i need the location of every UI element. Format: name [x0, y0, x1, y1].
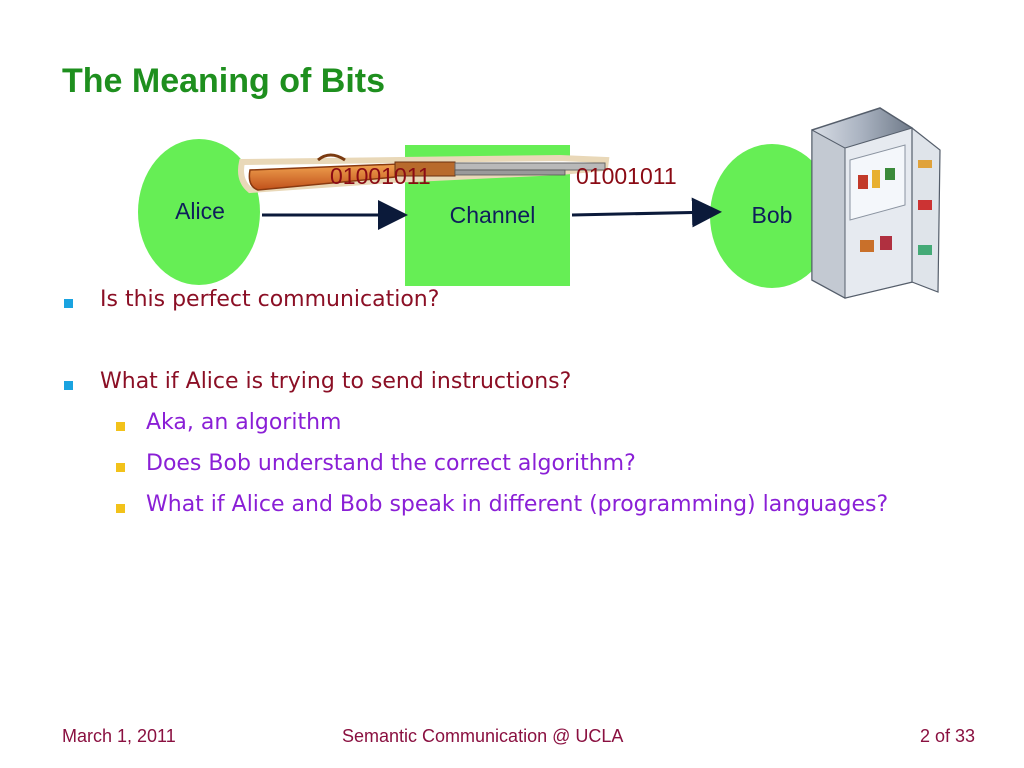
diagram-canvas: [138, 107, 941, 299]
arrow-channel-to-bob: [571, 197, 722, 228]
bullet-item: Is this perfect communication?: [100, 287, 440, 312]
footer-title: Semantic Communication @ UCLA: [342, 726, 624, 746]
sub-bullet-marker: [116, 504, 125, 513]
sub-bullet-marker: [116, 463, 125, 472]
page-number: 2 of 33: [920, 726, 976, 746]
communication-diagram: 01001011 01001011 Alice Channel Bob: [0, 0, 1024, 300]
rifle-icon: [238, 153, 610, 194]
refrigerator-icon: [811, 107, 941, 299]
bullet-item: What if Alice is trying to send instruct…: [100, 369, 572, 394]
bob-node: [710, 144, 834, 288]
bits-received: 01001011: [576, 163, 677, 189]
channel-label: Channel: [449, 202, 536, 228]
sub-bullet-item: What if Alice and Bob speak in different…: [146, 492, 889, 517]
sub-bullet-marker: [116, 422, 125, 431]
alice-node: [138, 139, 260, 285]
bits-sent: 01001011: [330, 163, 431, 189]
bullet-marker: [64, 299, 73, 308]
slide-title: The Meaning of Bits: [62, 62, 385, 100]
bob-label: Bob: [751, 202, 793, 228]
alice-label: Alice: [175, 198, 225, 224]
sub-bullet-item: Aka, an algorithm: [146, 410, 342, 435]
bullet-marker: [64, 381, 73, 390]
footer-date: March 1, 2011: [62, 726, 176, 746]
sub-bullet-item: Does Bob understand the correct algorith…: [146, 451, 636, 476]
